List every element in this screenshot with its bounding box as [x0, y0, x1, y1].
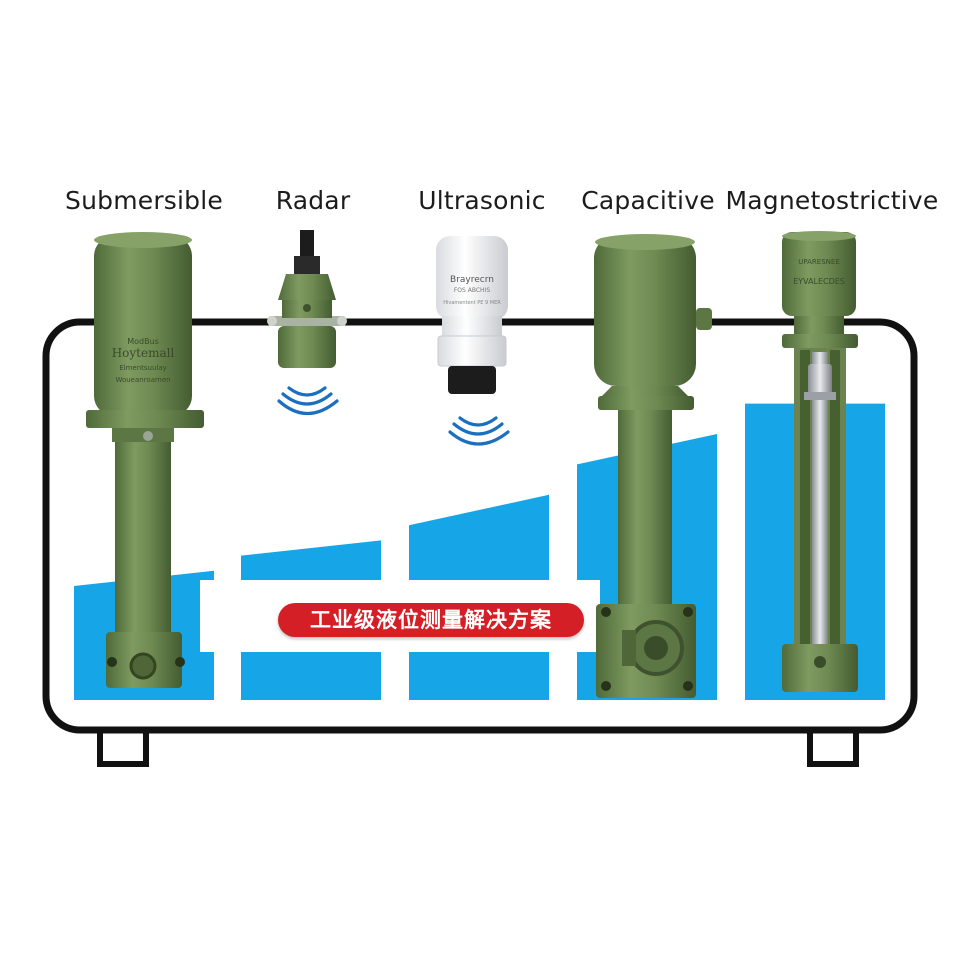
ultrasonic-marking-1: Brayrecrn [450, 275, 494, 285]
submersible-marking-3: Elmentsuulay [119, 364, 167, 372]
capacitive-sensor [594, 234, 712, 698]
radar-wave-icon [277, 386, 339, 415]
magnetostrictive-sensor: UPARESNEE EYVALECDES [782, 231, 858, 692]
solution-banner: 工业级液位测量解决方案 [278, 603, 584, 637]
sensor-label-magnetostrictive: Magnetostrictive [725, 186, 939, 215]
ultrasonic-marking-3: Hivamentent PE 9 MER [443, 300, 501, 306]
radar-sensor [267, 230, 347, 368]
sensor-label-radar: Radar [275, 186, 351, 215]
sensor-label-capacitive: Capacitive [581, 186, 715, 215]
ultrasonic-sensor: Brayrecrn FOS ABCHIS Hivamentent PE 9 ME… [436, 236, 508, 394]
sensor-label-submersible: Submersible [65, 186, 223, 215]
sensor-label-ultrasonic: Ultrasonic [418, 186, 546, 215]
ultrasonic-marking-2: FOS ABCHIS [454, 287, 490, 294]
submersible-marking-2: Hoytemall [112, 346, 175, 360]
submersible-marking-4: Woueanroamen [115, 376, 170, 384]
magnetostrictive-marking-2: EYVALECDES [793, 277, 845, 286]
ultrasonic-wave-icon [448, 416, 510, 446]
magnetostrictive-marking-1: UPARESNEE [798, 258, 840, 266]
submersible-marking-1: ModBus [127, 337, 159, 346]
submersible-sensor: ModBus Hoytemall Elmentsuulay Woueanroam… [86, 232, 204, 688]
